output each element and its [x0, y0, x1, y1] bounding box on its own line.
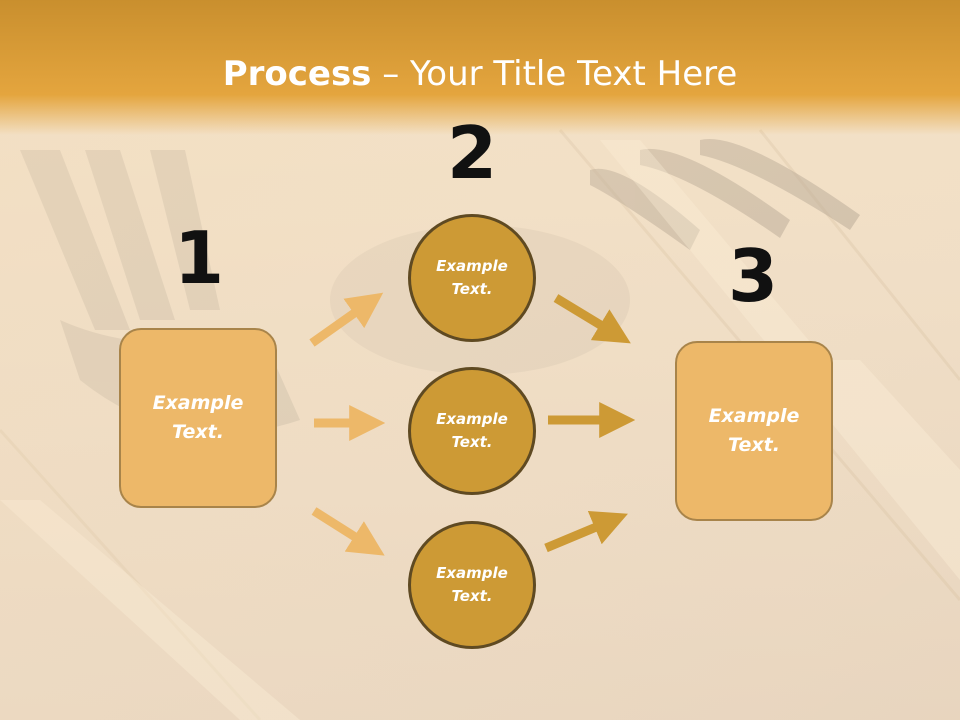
circle-3[interactable]: Example Text.	[408, 521, 536, 649]
left-box[interactable]: Example Text.	[119, 328, 277, 508]
title-rest: – Your Title Text Here	[371, 54, 738, 94]
left-box-text: Example Text.	[152, 392, 244, 443]
circle-2-text: Example Text.	[436, 410, 508, 451]
arrow-circle-1-to-box	[553, 294, 631, 344]
circle-2[interactable]: Example Text.	[408, 367, 536, 495]
title-bold: Process	[222, 54, 372, 94]
slide-title[interactable]: Process – Your Title Text Here	[0, 52, 960, 96]
right-box[interactable]: Example Text.	[675, 341, 833, 521]
circle-1-text: Example Text.	[436, 257, 508, 298]
right-box-text: Example Text.	[708, 405, 800, 456]
step-number-1: 1	[173, 216, 225, 300]
arrow-circle-3-to-box	[544, 511, 628, 553]
circle-3-text: Example Text.	[436, 564, 508, 605]
step-number-2: 2	[446, 111, 498, 195]
circle-1[interactable]: Example Text.	[408, 214, 536, 342]
arrow-box-to-circle-1	[309, 292, 384, 347]
step-number-3: 3	[727, 234, 779, 318]
title-band	[0, 0, 960, 135]
arrow-box-to-circle-3	[311, 507, 385, 556]
